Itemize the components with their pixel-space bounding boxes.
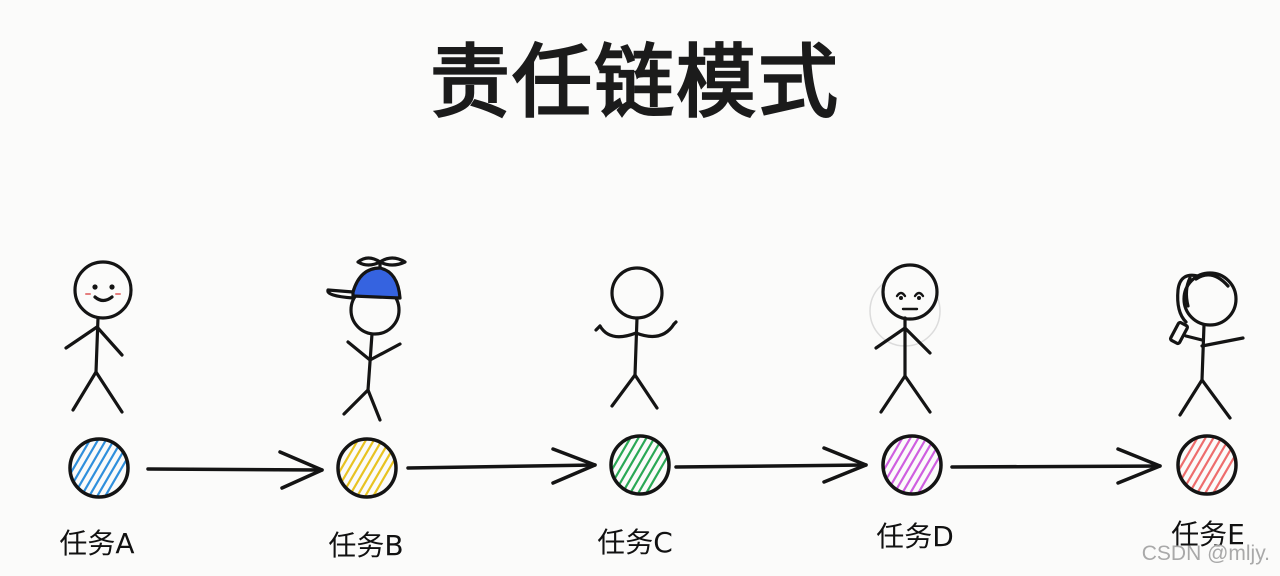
arrow-d-to-e (950, 447, 1162, 485)
figure-e-arms (1184, 334, 1245, 348)
figure-a-arms (64, 325, 124, 357)
figure-b-cap (351, 266, 402, 300)
figure-e-head (1182, 271, 1238, 327)
arrow-c-to-d (674, 446, 868, 484)
figure-e-ponytail (1176, 273, 1200, 324)
diagram-title: 责任链模式 (430, 36, 840, 129)
figure-c-arms (598, 322, 676, 339)
figure-d-legs (879, 374, 932, 414)
figure-c (594, 266, 678, 410)
figure-c-head (610, 266, 664, 320)
phone-icon (1168, 320, 1190, 346)
figure-c-legs (610, 373, 659, 410)
figure-c-body (633, 316, 639, 377)
task-node-c (609, 434, 671, 496)
figure-e-legs (1178, 378, 1232, 420)
task-label-a: 任务A (59, 527, 135, 560)
figure-b-arms (346, 340, 402, 362)
task-label-b: 任务B (328, 529, 404, 562)
task-label-e: 任务E (1171, 518, 1245, 551)
figure-e (1168, 271, 1245, 420)
figure-d-arms (874, 326, 932, 355)
figure-d-head (881, 263, 939, 321)
task-node-d (881, 434, 943, 496)
task-label-d: 任务D (876, 520, 954, 553)
task-label-c: 任务C (597, 526, 673, 559)
figure-b-legs (342, 388, 382, 422)
figure-a-head (73, 260, 133, 320)
figure-a (64, 260, 133, 414)
task-node-a (68, 437, 130, 499)
figure-b-body (366, 332, 374, 392)
task-node-e (1176, 434, 1238, 496)
figure-e-body (1200, 323, 1206, 382)
propeller-icon (356, 256, 407, 270)
task-node-b (336, 437, 398, 499)
figure-a-legs (71, 370, 124, 414)
watermark: CSDN @mljy. (1141, 542, 1270, 565)
arrow-a-to-b (146, 450, 324, 490)
arrow-b-to-c (406, 447, 597, 485)
figure-b (326, 256, 407, 422)
figure-d (869, 263, 941, 414)
